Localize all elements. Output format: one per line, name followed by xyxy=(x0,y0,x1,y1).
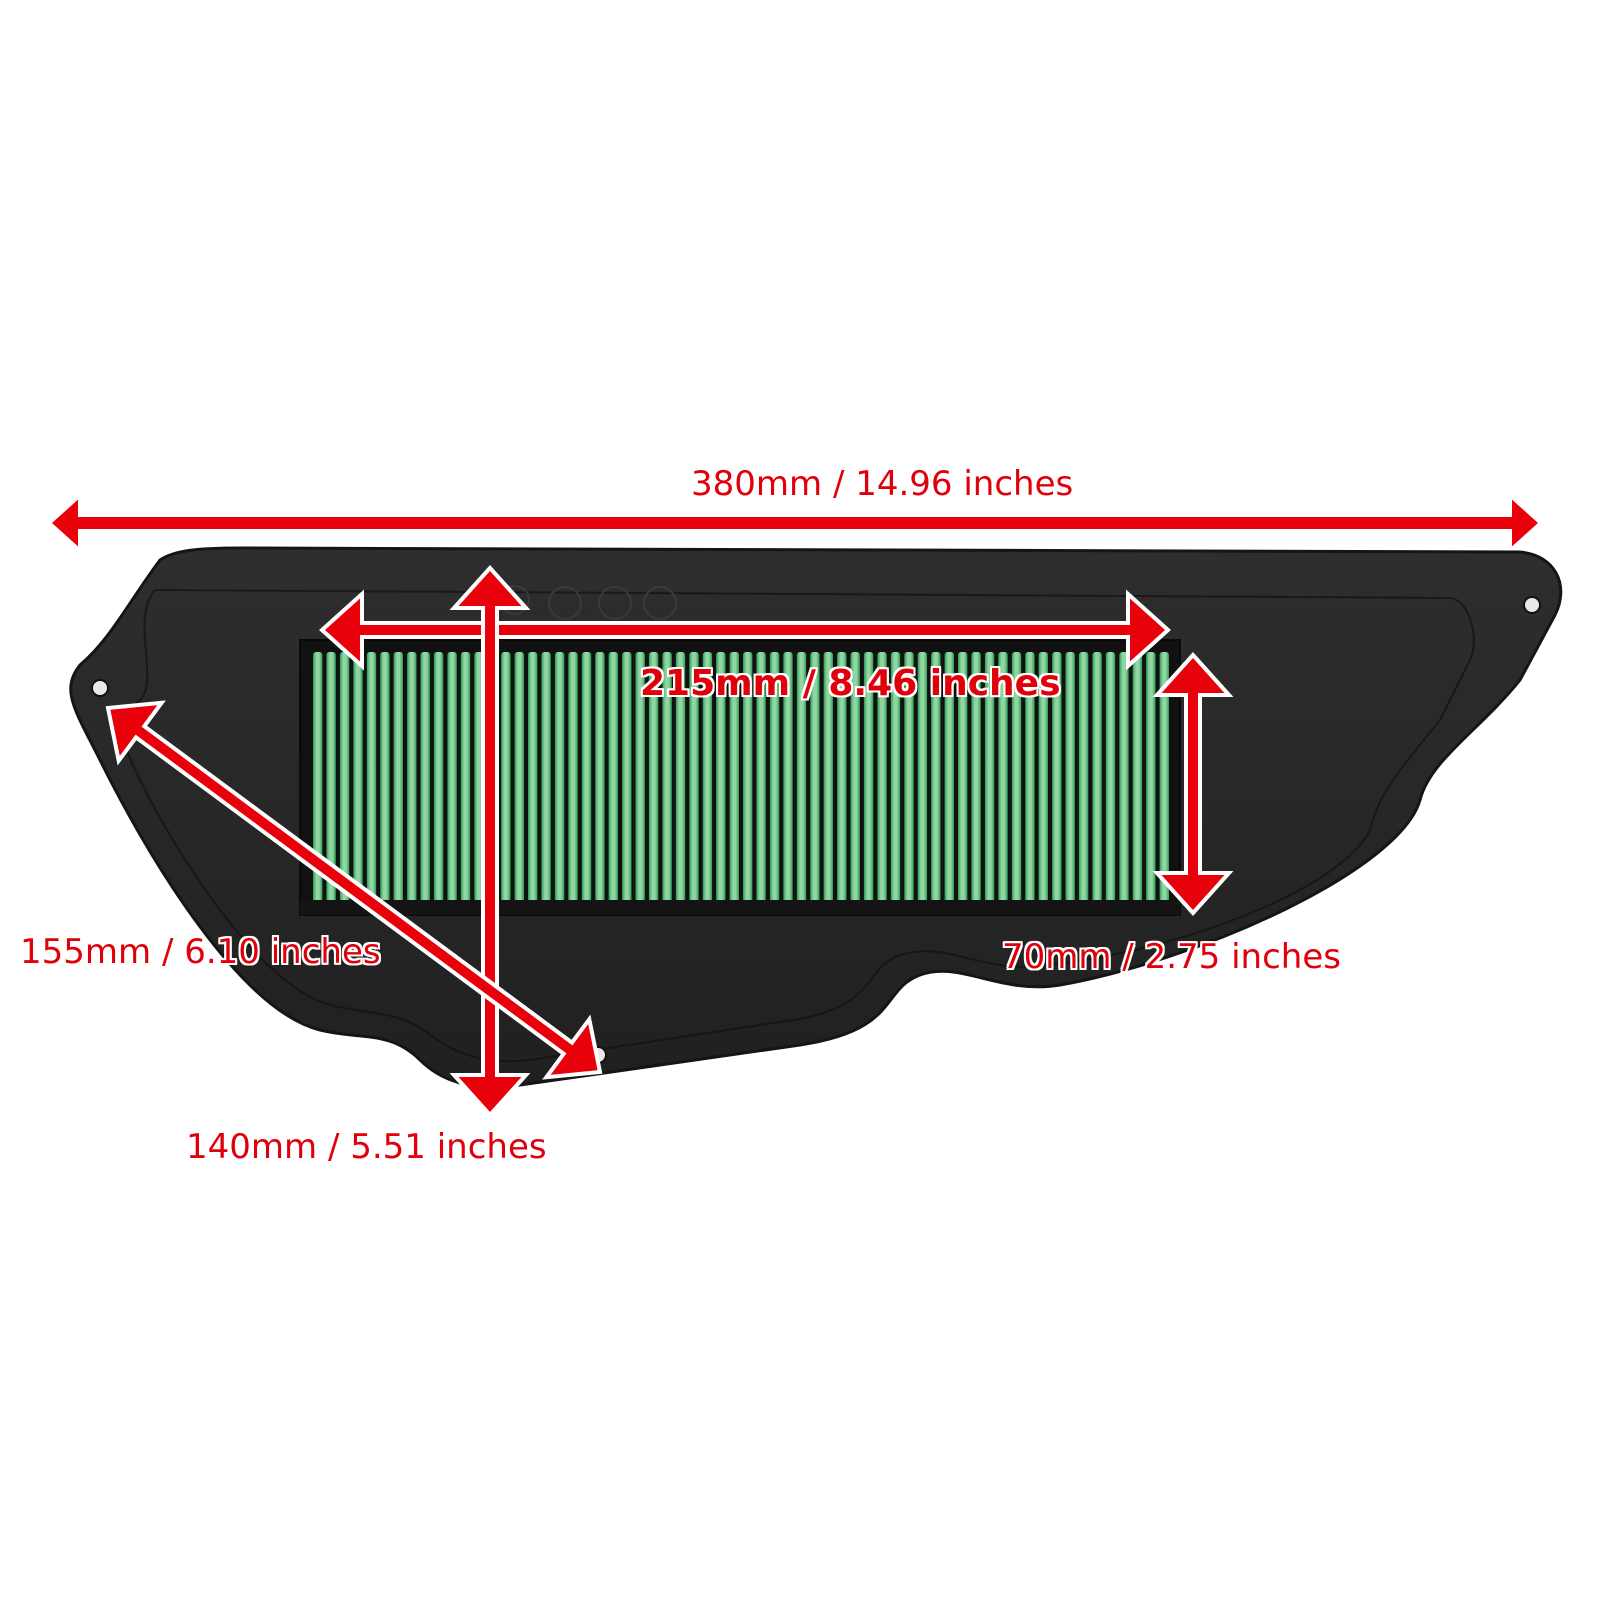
frame-inner-rim xyxy=(122,588,1475,1063)
dimension-label-overall-length: 380mm / 14.96 inches xyxy=(691,464,1074,504)
dimension-label-overall-height: 140mm / 5.51 inches xyxy=(186,1127,547,1167)
dimension-label-hole-diagonal: 155mm / 6.10 inches xyxy=(20,932,381,972)
mounting-hole-right xyxy=(1523,596,1541,614)
mounting-hole-left xyxy=(91,679,109,697)
dimension-arrows xyxy=(52,499,1538,1118)
dimension-label-element-length: 215mm / 8.46 inches xyxy=(640,663,1061,704)
dimension-label-element-width: 70mm / 2.75 inches xyxy=(1002,937,1341,977)
element-bottom-lip xyxy=(300,900,1180,915)
